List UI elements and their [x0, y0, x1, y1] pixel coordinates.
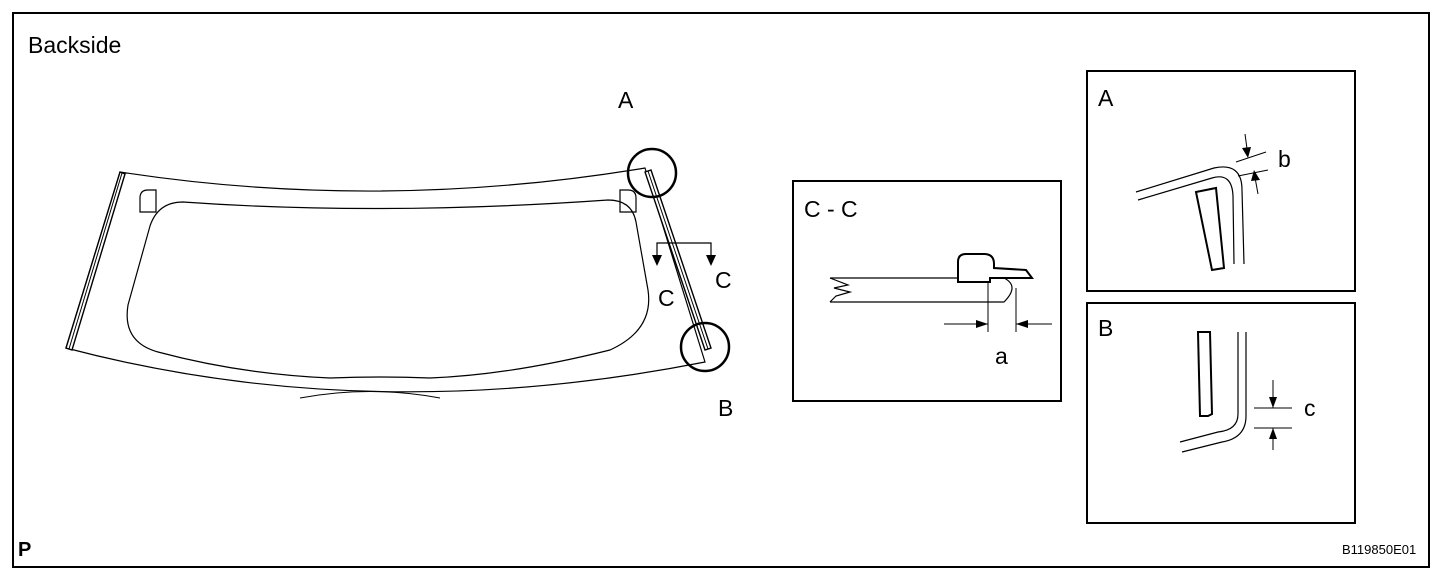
break-mark	[829, 277, 853, 303]
detail-a-moulding	[1194, 186, 1226, 272]
moulding-profile	[957, 253, 1034, 283]
detail-b-outer-edge	[1179, 332, 1239, 443]
section-cc-drawing: C - C a	[804, 196, 1052, 369]
figure-code: B119850E01	[1342, 542, 1417, 557]
detail-a-outer-edge	[1135, 166, 1245, 265]
detail-b-drawing: B c	[1098, 315, 1316, 453]
detail-b-box: B c	[1086, 302, 1356, 524]
section-arrow-right	[706, 255, 716, 266]
page-marker: P	[18, 539, 32, 561]
left-clip	[139, 189, 157, 213]
dim-a-label: a	[995, 343, 1008, 369]
figure-frame	[12, 12, 1430, 568]
section-cc-title: C - C	[804, 196, 858, 222]
detail-circle-b	[679, 321, 731, 373]
dim-b-arrow-top	[1242, 147, 1251, 158]
figure-heading: Backside	[28, 32, 122, 58]
dim-b-arrow-bottom	[1251, 170, 1260, 181]
rear-window-diagram: A B C C	[65, 87, 733, 421]
dim-a-arrow-right	[1016, 320, 1028, 328]
detail-a-title: A	[1098, 85, 1114, 111]
detail-a-drawing: A b	[1098, 85, 1291, 272]
callout-b-label: B	[718, 395, 733, 421]
dim-c-label: c	[1304, 395, 1316, 421]
right-moulding-inner	[647, 170, 709, 350]
dim-b-label: b	[1278, 146, 1291, 172]
detail-b-title: B	[1098, 315, 1113, 341]
detail-b-moulding	[1196, 331, 1214, 417]
section-arrow-left	[652, 255, 662, 266]
inner-window-outline	[126, 199, 650, 379]
section-mark-right: C	[715, 267, 732, 293]
dim-a-arrow-left	[976, 320, 988, 328]
dim-b-ext-bottom	[1237, 169, 1269, 177]
section-cc-box: C - C a	[792, 180, 1062, 402]
dim-c-arrow-top	[1269, 397, 1277, 408]
detail-b-inner-edge	[1181, 332, 1247, 453]
dim-c-arrow-bottom	[1269, 428, 1277, 439]
section-cut-line	[656, 242, 712, 257]
detail-a-box: A b	[1086, 70, 1356, 292]
left-moulding-inner	[68, 172, 123, 350]
detail-a-inner-edge	[1137, 176, 1235, 265]
glass-outline	[65, 167, 706, 393]
dim-b-ext-top	[1235, 151, 1267, 163]
section-mark-left: C	[658, 285, 675, 311]
callout-a-label: A	[618, 87, 634, 113]
detail-circle-a	[626, 147, 678, 199]
right-clip	[619, 189, 637, 213]
glass-bottom-bump	[299, 391, 441, 399]
